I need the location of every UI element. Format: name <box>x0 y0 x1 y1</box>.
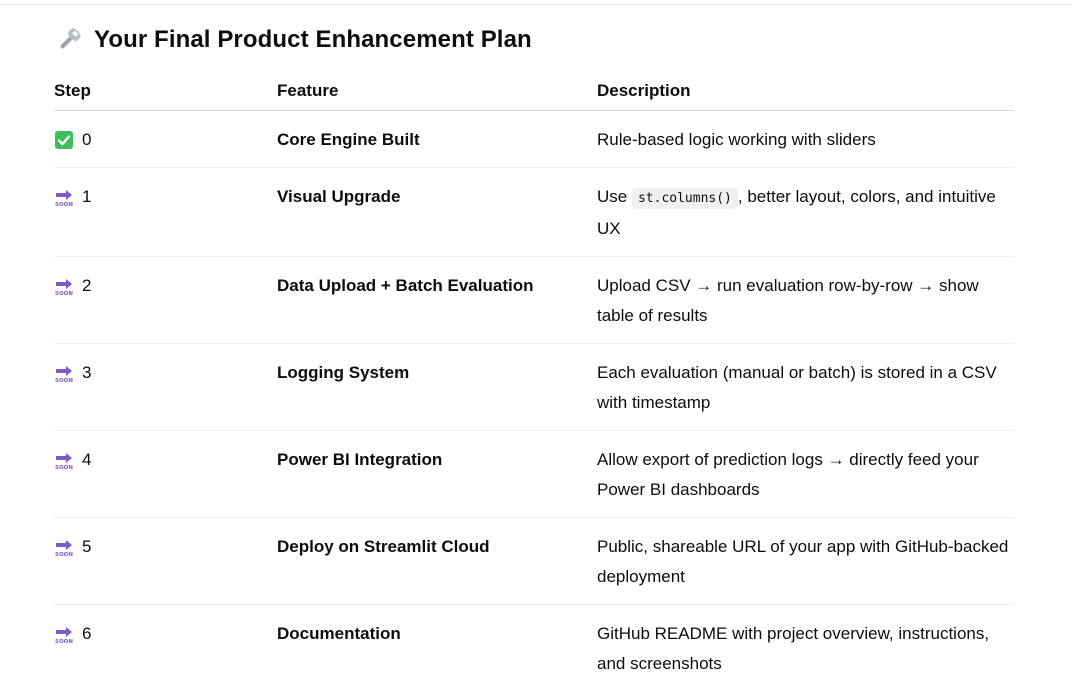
header-feature: Feature <box>277 72 597 111</box>
step-cell: SOON 1 <box>54 167 277 257</box>
description-text: , better layout, colors, and intuitive U… <box>597 187 996 238</box>
step-cell: SOON 5 <box>54 517 277 605</box>
feature-name: Core Engine Built <box>277 110 597 168</box>
table-row: 0 Core Engine Built Rule-based logic wor… <box>54 110 1014 168</box>
section-heading: Your Final Product Enhancement Plan <box>56 26 532 54</box>
svg-text:SOON: SOON <box>55 552 73 557</box>
feature-name: Logging System <box>277 343 597 431</box>
feature-description: Use st.columns(), better layout, colors,… <box>597 167 1014 257</box>
table-row: SOON 2 Data Upload + Batch Evaluation Up… <box>54 256 1014 344</box>
feature-name: Visual Upgrade <box>277 167 597 257</box>
header-step: Step <box>54 72 277 111</box>
step-number: 1 <box>82 187 92 206</box>
description-text: Use <box>597 187 632 206</box>
feature-name: Documentation <box>277 624 401 643</box>
step-number: 4 <box>82 450 92 469</box>
step-number: 5 <box>82 537 92 556</box>
svg-text:SOON: SOON <box>55 291 73 296</box>
feature-description: Public, shareable URL of your app with G… <box>597 517 1014 605</box>
step-cell: SOON 4 <box>54 430 277 518</box>
soon-arrow-icon: SOON <box>55 190 73 207</box>
header-description: Description <box>597 72 1014 111</box>
step-cell: SOON 3 <box>54 343 277 431</box>
step-number: 2 <box>82 276 92 295</box>
step-number: 0 <box>82 130 92 149</box>
table-row: SOON 1 Visual Upgrade Use st.columns(), … <box>54 167 1014 257</box>
soon-arrow-icon: SOON <box>55 627 73 644</box>
feature-description: Allow export of prediction logs → direct… <box>597 430 1014 518</box>
soon-arrow-icon: SOON <box>55 366 73 383</box>
step-cell: 0 <box>54 110 277 168</box>
table-row: SOON 3 Logging System Each evaluation (m… <box>54 343 1014 431</box>
inline-code: st.columns() <box>631 188 738 209</box>
feature-description: Upload CSV → run evaluation row-by-row →… <box>597 256 1014 344</box>
feature-name: Deploy on Streamlit Cloud <box>277 517 597 605</box>
feature-description: Rule-based logic working with sliders <box>597 110 1014 168</box>
svg-text:SOON: SOON <box>55 639 73 644</box>
svg-text:SOON: SOON <box>55 378 73 383</box>
table-row: SOON 4 Power BI Integration Allow export… <box>54 430 1014 518</box>
svg-text:SOON: SOON <box>55 465 73 470</box>
soon-arrow-icon: SOON <box>55 279 73 296</box>
soon-arrow-icon: SOON <box>55 540 73 557</box>
svg-text:SOON: SOON <box>55 202 73 207</box>
feature-description: GitHub README with project overview, ins… <box>597 624 990 673</box>
feature-name: Data Upload + Batch Evaluation <box>277 256 597 344</box>
plan-table: Step Feature Description 0 Core Engine B… <box>54 72 1014 691</box>
table-row: SOON 6 Documentation GitHub README with … <box>54 605 1014 692</box>
step-number: 3 <box>82 363 92 382</box>
soon-arrow-icon: SOON <box>55 453 73 470</box>
table-row: SOON 5 Deploy on Streamlit Cloud Public,… <box>54 517 1014 605</box>
feature-name: Power BI Integration <box>277 430 597 518</box>
step-number: 6 <box>82 624 92 643</box>
table-header-row: Step Feature Description <box>54 72 1014 111</box>
step-cell: SOON 2 <box>54 256 277 344</box>
top-divider <box>0 4 1072 5</box>
step-cell: SOON 6 <box>54 605 277 692</box>
heading-text: Your Final Product Enhancement Plan <box>94 26 532 53</box>
check-mark-button-icon <box>55 131 73 149</box>
feature-description: Each evaluation (manual or batch) is sto… <box>597 343 1014 431</box>
wrench-icon <box>60 27 82 49</box>
